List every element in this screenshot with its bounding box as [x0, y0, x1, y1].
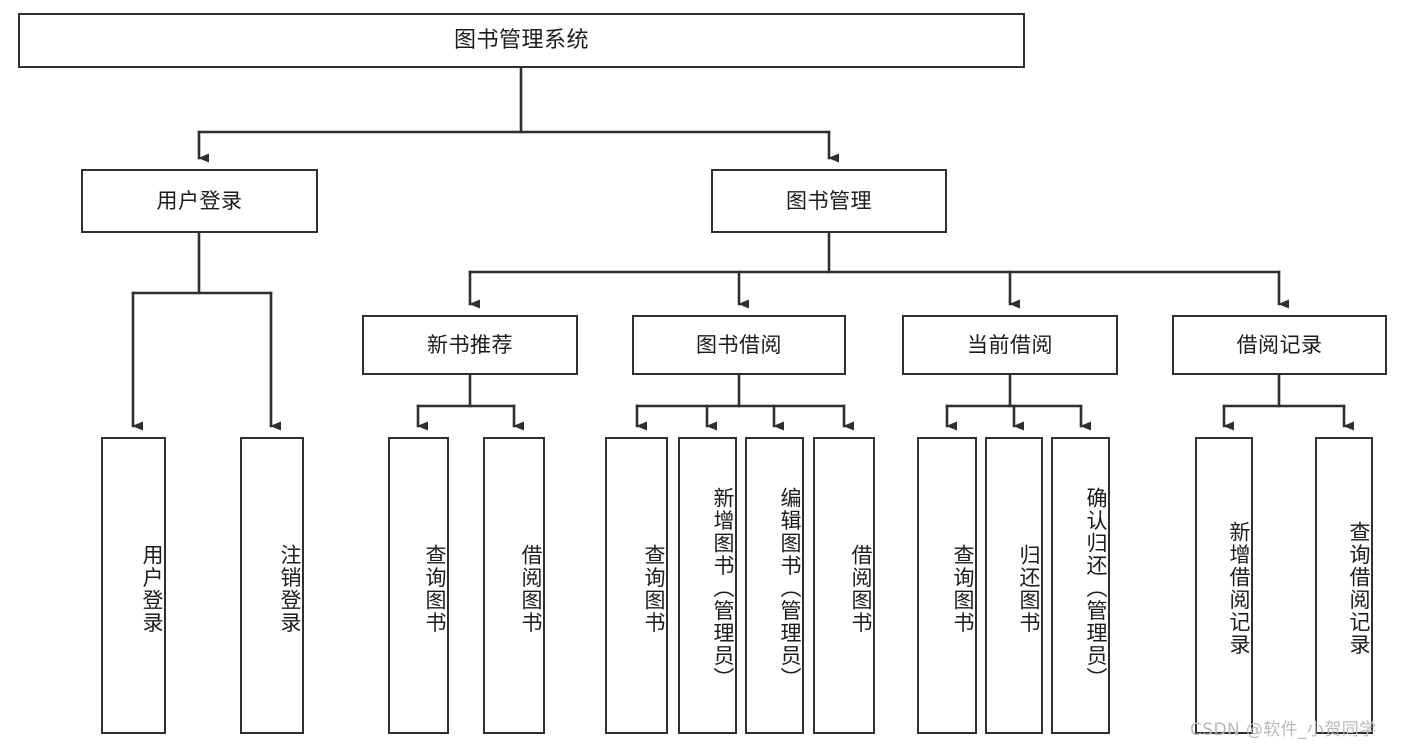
node-label: 借阅图书: [519, 543, 543, 634]
node-label: 借阅图书: [849, 543, 873, 634]
node-label: 查询图书: [951, 543, 975, 634]
leaf-add-book-admin[interactable]: 新增图书（管理员）: [678, 437, 737, 734]
node-label: 确认归还（管理员）: [1084, 487, 1108, 690]
leaf-logout-login[interactable]: 注销登录: [240, 437, 304, 734]
node-book-borrow[interactable]: 图书借阅: [632, 315, 846, 375]
node-label: 图书管理系统: [453, 27, 589, 53]
node-label: 查询图书: [423, 543, 447, 634]
node-label: 查询借阅记录: [1347, 521, 1371, 656]
leaf-query-book-recommend[interactable]: 查询图书: [388, 437, 449, 734]
node-label: 图书管理: [786, 188, 872, 213]
node-label: 借阅记录: [1236, 332, 1323, 357]
node-new-book-recommend[interactable]: 新书推荐: [362, 315, 578, 375]
node-label: 归还图书: [1017, 543, 1041, 634]
leaf-query-book-borrow[interactable]: 查询图书: [605, 437, 668, 734]
node-current-borrow[interactable]: 当前借阅: [902, 315, 1118, 375]
leaf-confirm-return-admin[interactable]: 确认归还（管理员）: [1051, 437, 1110, 734]
node-book-management[interactable]: 图书管理: [711, 169, 947, 233]
node-label: 新书推荐: [427, 332, 513, 357]
leaf-borrow-book[interactable]: 借阅图书: [813, 437, 875, 734]
leaf-query-borrow-record[interactable]: 查询借阅记录: [1315, 437, 1373, 734]
leaf-query-book-current[interactable]: 查询图书: [917, 437, 977, 734]
node-user-login[interactable]: 用户登录: [81, 169, 318, 233]
leaf-add-borrow-record[interactable]: 新增借阅记录: [1195, 437, 1253, 734]
node-label: 图书借阅: [696, 332, 782, 357]
node-label: 当前借阅: [967, 332, 1053, 357]
leaf-user-login[interactable]: 用户登录: [101, 437, 166, 734]
node-borrow-record[interactable]: 借阅记录: [1172, 315, 1387, 375]
node-label: 新增借阅记录: [1227, 521, 1251, 656]
node-label: 用户登录: [156, 188, 243, 213]
node-label: 新增图书（管理员）: [711, 487, 735, 690]
leaf-edit-book-admin[interactable]: 编辑图书（管理员）: [745, 437, 804, 734]
node-label: 查询图书: [642, 543, 666, 634]
csdn-watermark: CSDN @软件_小贺同学: [1190, 720, 1377, 740]
leaf-return-book[interactable]: 归还图书: [985, 437, 1043, 734]
node-label: 注销登录: [278, 543, 302, 634]
node-root-system[interactable]: 图书管理系统: [18, 13, 1025, 68]
leaf-borrow-book-recommend[interactable]: 借阅图书: [483, 437, 545, 734]
node-label: 用户登录: [140, 543, 164, 634]
node-label: 编辑图书（管理员）: [778, 487, 802, 690]
